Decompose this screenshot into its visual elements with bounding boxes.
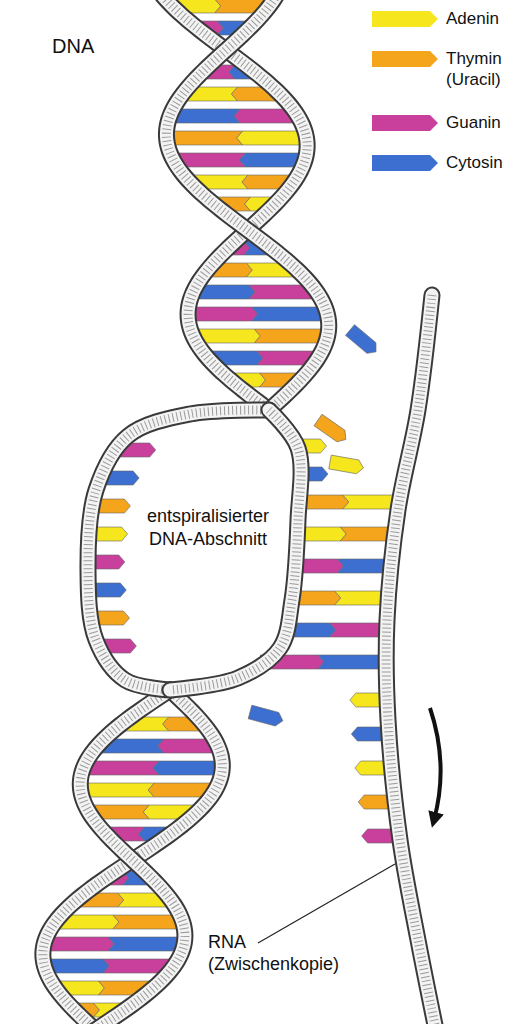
nucleotide-bases: [44, 0, 399, 1017]
strand-stipple: [166, 0, 328, 410]
strand-fill: [170, 410, 301, 690]
backbone-strand: [386, 295, 436, 1024]
legend-swatch-frame: [372, 48, 438, 70]
strand-stipple: [66, 690, 185, 1024]
strand-fill: [43, 690, 222, 1024]
legend-swatch: [372, 115, 438, 131]
strand-outline: [66, 690, 185, 1024]
nucleotide-base: [167, 131, 243, 145]
strand-outline: [170, 410, 301, 690]
strand-stipple: [88, 410, 269, 690]
legend-swatch: [372, 51, 438, 67]
strand-fill: [386, 295, 436, 1024]
legend-text: Cytosin: [446, 152, 514, 173]
nucleotide-base: [252, 307, 328, 321]
strand-stipple: [43, 690, 222, 1024]
region-label-box: entspiralisierter DNA-Abschnitt: [140, 505, 276, 552]
strand-outline: [166, 0, 328, 410]
strand-outline: [386, 295, 436, 1024]
backbone-strand: [43, 690, 222, 1024]
strand-backbones: [43, 0, 436, 1024]
legend-swatch-frame: [372, 112, 438, 134]
callout-label: RNA (Zwischenkopie): [208, 932, 358, 975]
nucleotide-base: [248, 705, 284, 727]
strand-fill: [166, 0, 328, 410]
nucleotide-base: [329, 455, 365, 475]
legend-swatch-frame: [372, 152, 438, 174]
legend-text: Thymin (Uracil): [446, 48, 514, 91]
backbone-strand: [66, 690, 185, 1024]
backbone-strand: [166, 0, 328, 410]
nucleotide-base: [314, 414, 350, 445]
nucleotide-base: [188, 307, 258, 321]
region-label: entspiralisierter DNA-Abschnitt: [140, 505, 276, 552]
strand-outline: [88, 410, 269, 690]
strand-outline: [43, 690, 222, 1024]
strand-outline: [152, 0, 307, 410]
backbone-strand: [152, 0, 307, 410]
strand-fill: [88, 410, 269, 690]
backbone-strand: [170, 410, 301, 690]
nucleotide-base: [254, 329, 327, 343]
legend-text: Guanin: [446, 112, 514, 133]
callout-label-box: RNA (Zwischenkopie): [208, 932, 358, 975]
legend-swatch: [372, 155, 438, 171]
legend-swatch-frame: [372, 8, 438, 30]
nucleotide-base: [153, 761, 222, 775]
molecule-label-box: DNA: [52, 34, 132, 58]
legend-swatch: [372, 11, 438, 27]
nucleotide-base: [108, 937, 184, 951]
strand-stipple: [170, 410, 301, 690]
legend-text: Adenin: [446, 8, 514, 29]
strand-stipple: [152, 0, 307, 410]
nucleotide-base: [346, 325, 381, 358]
strand-stipple: [386, 295, 436, 1024]
nucleotide-base: [237, 131, 307, 145]
strand-fill: [152, 0, 307, 410]
molecule-label: DNA: [52, 34, 132, 58]
strand-fill: [66, 690, 185, 1024]
nucleotide-base: [318, 655, 388, 669]
nucleotide-base: [81, 783, 154, 797]
leader-line: [258, 864, 395, 943]
direction-arrow: [430, 708, 441, 820]
backbone-strand: [88, 410, 269, 690]
